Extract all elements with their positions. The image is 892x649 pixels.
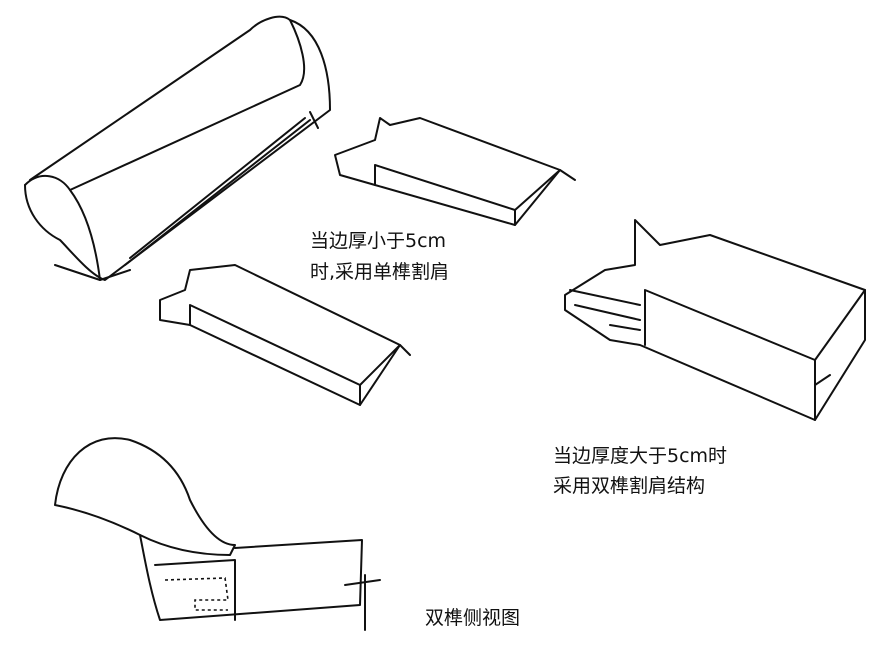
side-view-caption: 双榫侧视图 — [425, 607, 521, 629]
moulded-rail-sketch — [24, 15, 331, 281]
single-tenon-sketch-bottom — [159, 264, 411, 406]
double-tenon-side-view-sketch — [54, 437, 381, 631]
single-tenon-caption-line2: 时,采用单榫割肩 — [310, 261, 450, 283]
single-tenon-sketch-top — [334, 117, 576, 226]
single-tenon-caption-line1: 当边厚小于5cm — [310, 230, 447, 252]
double-tenon-caption-line1: 当边厚度大于5cm时 — [553, 445, 728, 467]
double-tenon-sketch — [564, 219, 866, 421]
double-tenon-caption-line2: 采用双榫割肩结构 — [553, 475, 706, 497]
